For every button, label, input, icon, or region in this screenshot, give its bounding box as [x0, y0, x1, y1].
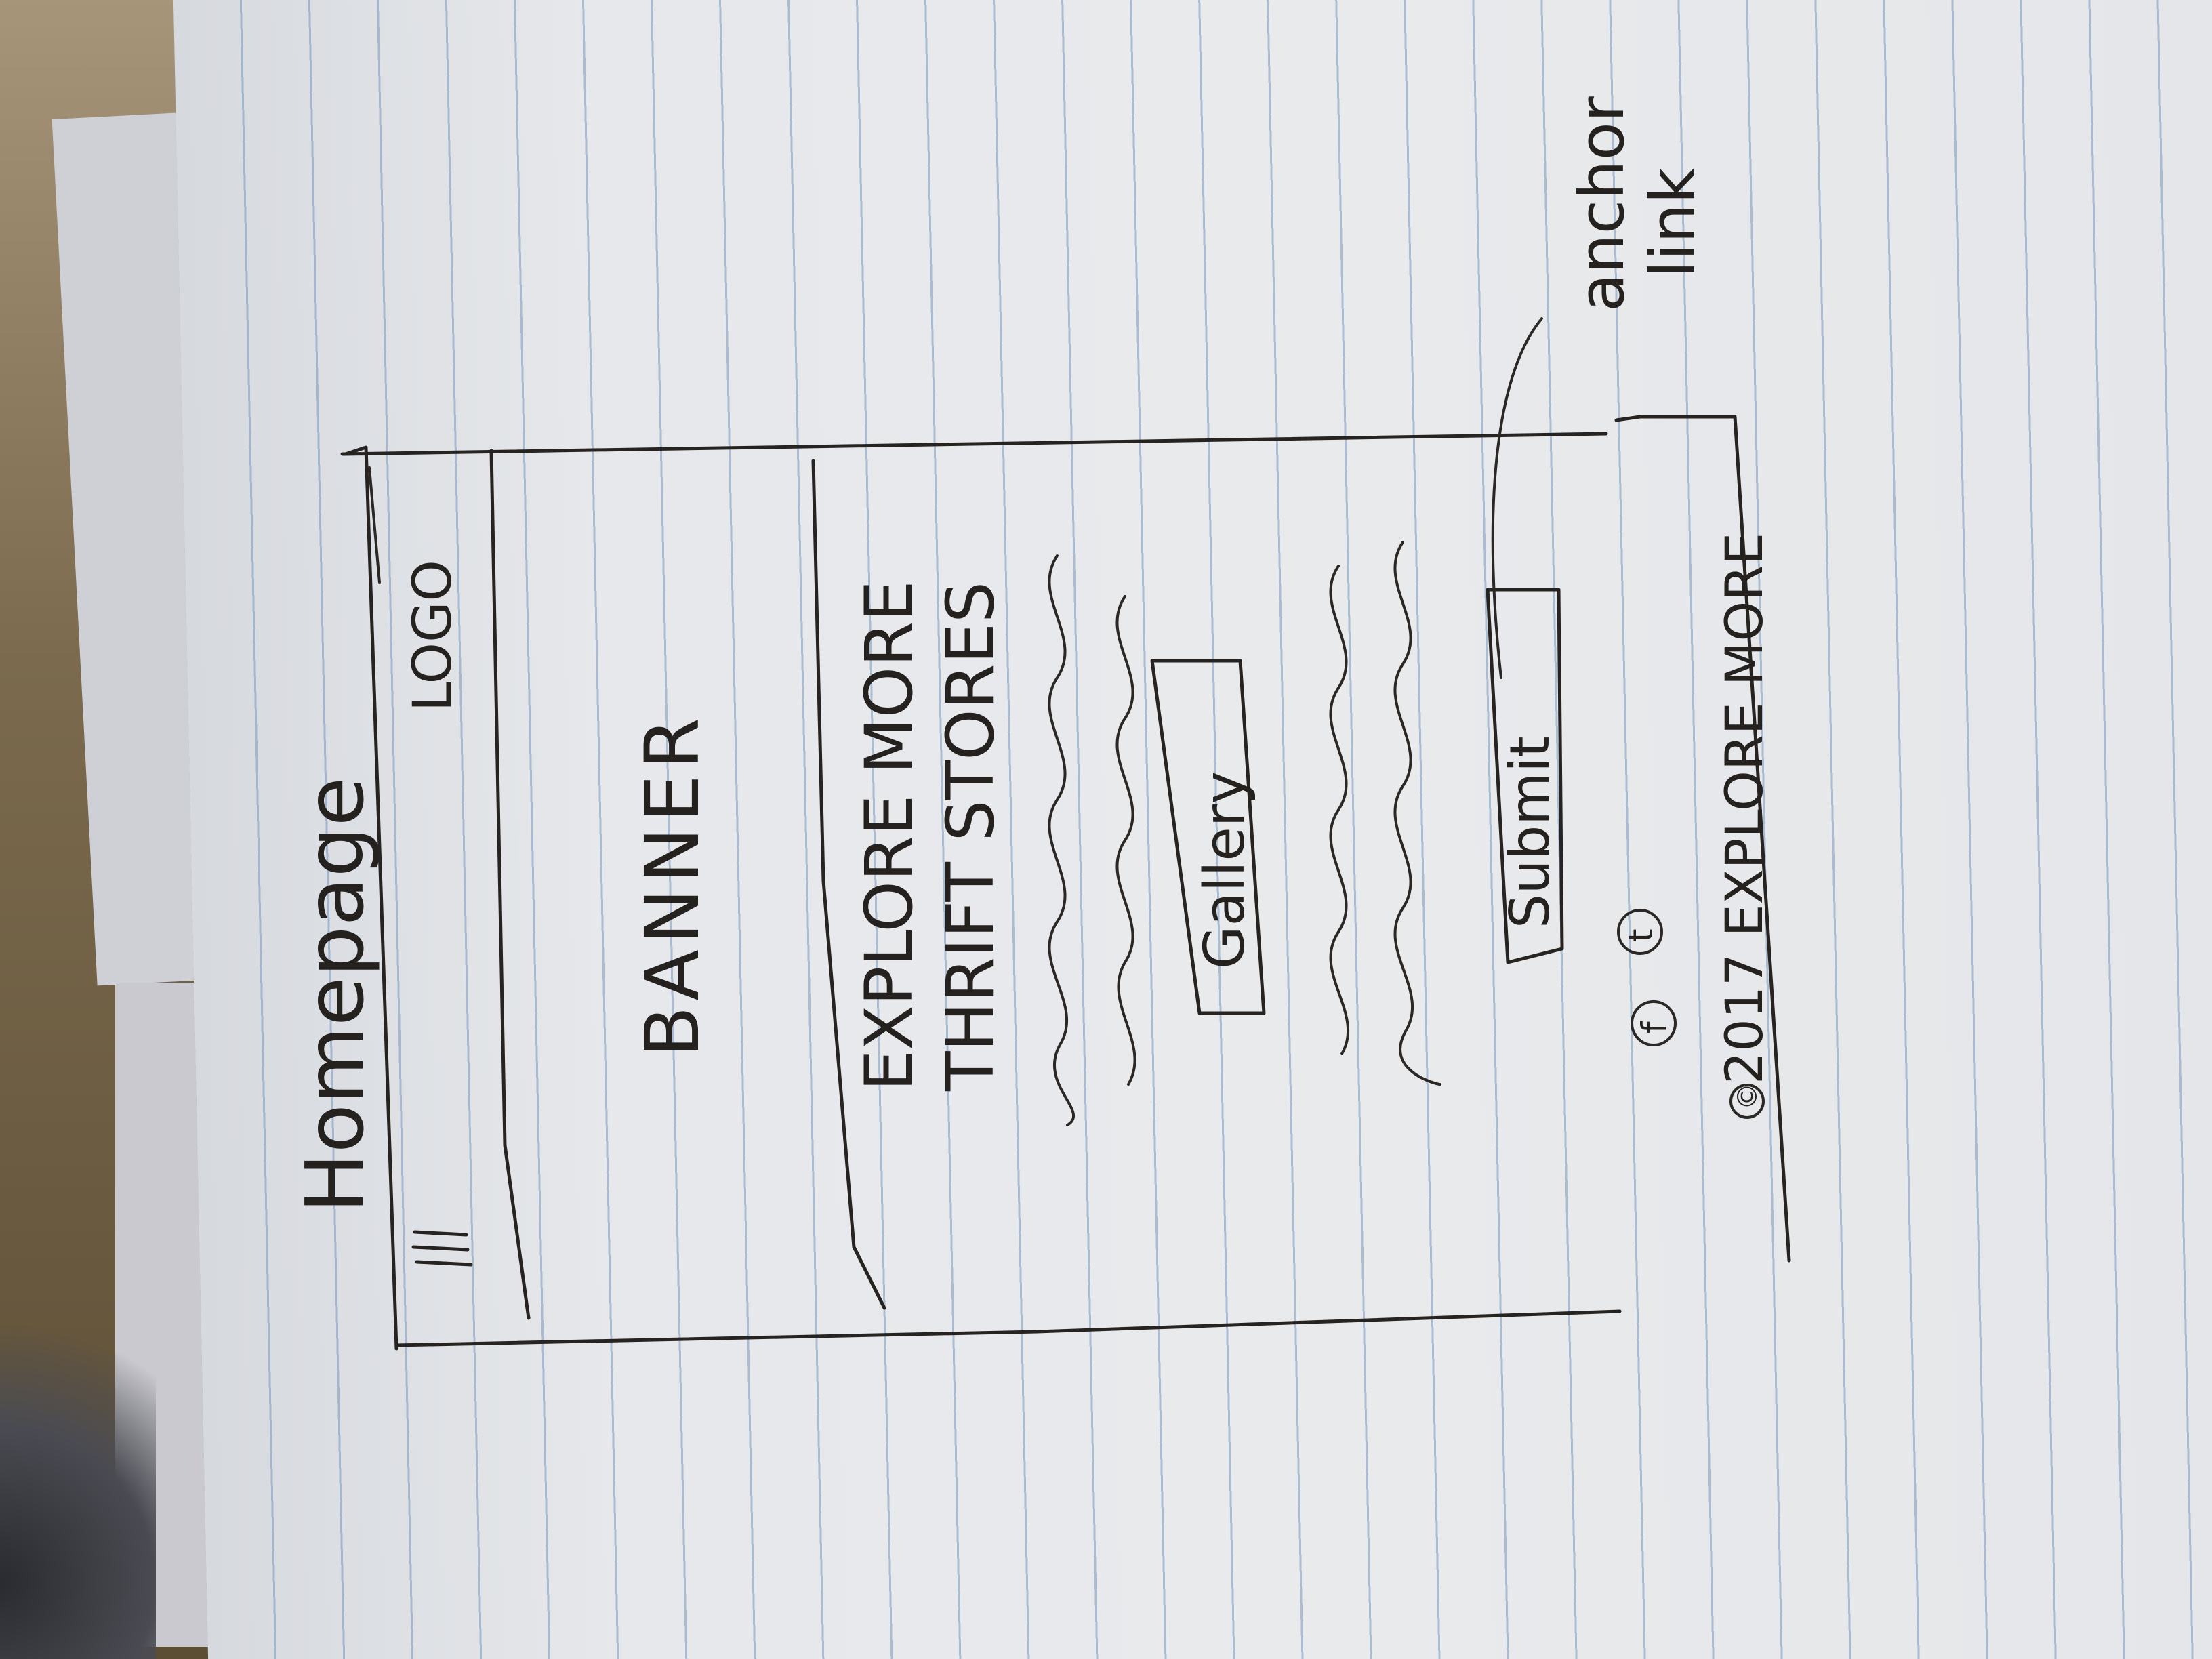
placeholder-text-line: [1393, 541, 1441, 1086]
twitter-icon[interactable]: t: [1617, 909, 1663, 955]
submit-button[interactable]: Submit: [1486, 588, 1564, 964]
placeholder-text-line: [1048, 554, 1076, 1126]
placeholder-text-line: [1115, 595, 1136, 1086]
intro-line-2: THRIFT STORES: [933, 581, 1008, 1092]
logo[interactable]: LOGO: [403, 560, 464, 712]
header-divider: [489, 449, 531, 1320]
annotation-leader-line: [1491, 317, 1543, 679]
hamburger-menu-icon[interactable]: [411, 1230, 473, 1267]
intro-line-1: EXPLORE MORE: [851, 580, 927, 1091]
svg-text:f: f: [1635, 1021, 1674, 1033]
svg-text:©: ©: [1732, 1083, 1763, 1110]
page-title: Homepage: [288, 777, 382, 1213]
gallery-button[interactable]: Gallery: [1150, 659, 1266, 1015]
gallery-button-label: Gallery: [1193, 771, 1257, 969]
banner-label: BANNER: [629, 712, 716, 1057]
copyright-text: 2017 EXPLORE MORE: [1714, 533, 1774, 1084]
placeholder-text-line: [1329, 565, 1350, 1055]
footer: f t © 2017 EXPLORE MORE: [1617, 533, 1774, 1119]
submit-button-label: Submit: [1498, 736, 1561, 928]
svg-text:t: t: [1621, 928, 1660, 942]
banner-divider: [811, 459, 886, 1310]
phone-frame: [340, 415, 1791, 1351]
dark-object: [0, 1274, 156, 1659]
facebook-icon[interactable]: f: [1631, 1000, 1677, 1046]
header-top-edge: [368, 466, 381, 584]
annotation-line-1: anchor: [1565, 96, 1638, 312]
annotation-line-2: link: [1637, 167, 1709, 278]
anchor-link-annotation: anchor link: [1565, 96, 1709, 312]
copyright-icon: ©: [1729, 1083, 1765, 1119]
